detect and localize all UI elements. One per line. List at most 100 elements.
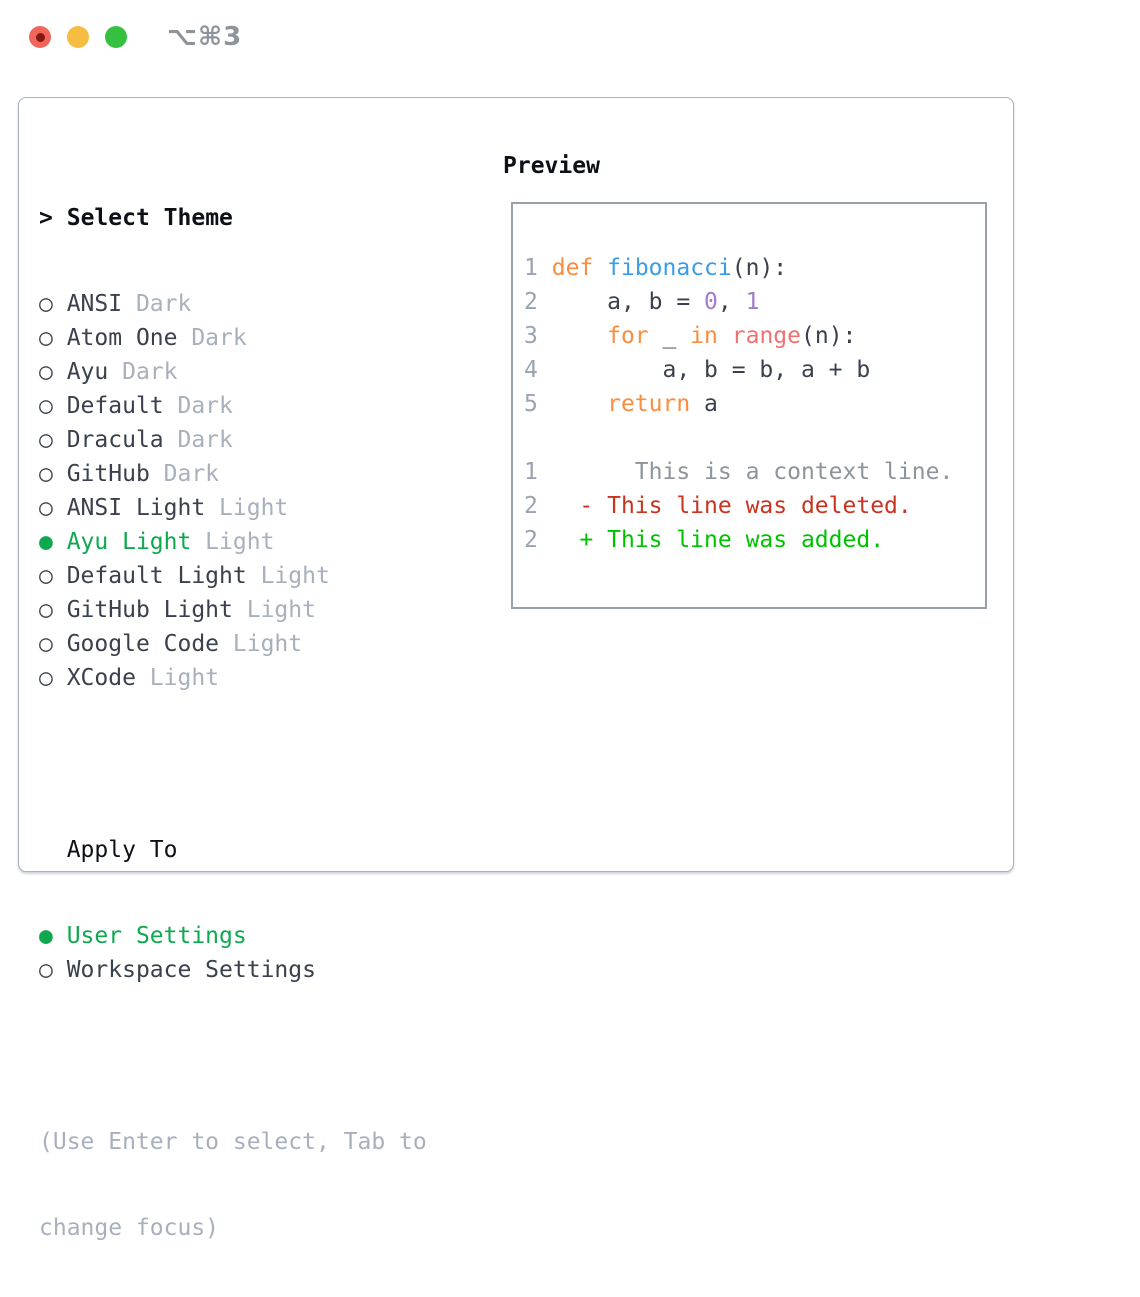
code-token: fibonacci	[607, 255, 732, 281]
code-token	[538, 459, 635, 485]
theme-option-ayu-light[interactable]: ● Ayu Light Light	[39, 525, 427, 559]
theme-variant: Dark	[177, 325, 247, 351]
code-token: a	[690, 391, 718, 417]
code-token: _	[648, 323, 691, 349]
apply-option-workspace-settings[interactable]: ○ Workspace Settings	[39, 953, 427, 987]
theme-name: XCode	[66, 665, 136, 691]
code-token	[538, 357, 552, 383]
theme-variant: Dark	[122, 291, 192, 317]
code-token: 0	[704, 289, 718, 315]
app-window: { "window": { "title": "⌥⌘3" }, "traffic…	[0, 0, 1140, 1241]
theme-option-ansi[interactable]: ○ ANSI Dark	[39, 287, 427, 321]
theme-option-ayu[interactable]: ○ Ayu Dark	[39, 355, 427, 389]
radio-icon: ○	[39, 325, 67, 351]
line-number: 5	[524, 391, 538, 417]
code-line: 2 a, b = 0, 1	[524, 285, 985, 319]
code-token	[538, 289, 552, 315]
code-token: ,	[717, 289, 746, 315]
theme-variant: Dark	[108, 359, 178, 385]
close-button[interactable]	[29, 26, 51, 48]
radio-icon: ○	[39, 461, 67, 487]
code-token: for	[607, 323, 649, 349]
apply-to-header: Apply To	[66, 837, 178, 863]
radio-selected-icon: ●	[39, 923, 67, 949]
theme-option-github-light[interactable]: ○ GitHub Light Light	[39, 593, 427, 627]
apply-option-label: Workspace Settings	[66, 957, 316, 983]
code-token: a, b =	[551, 289, 705, 315]
radio-icon: ○	[39, 393, 67, 419]
code-token: def	[551, 255, 594, 281]
radio-icon: ○	[39, 957, 67, 983]
code-token	[538, 391, 552, 417]
help-text-line2: change focus)	[39, 1215, 220, 1241]
code-token	[538, 255, 552, 281]
focus-caret-icon: >	[39, 205, 53, 231]
theme-variant: Light	[205, 495, 289, 521]
code-token	[538, 323, 552, 349]
code-token	[593, 255, 607, 281]
theme-name: Default Light	[66, 563, 247, 589]
theme-variant: Light	[191, 529, 275, 555]
line-number: 1	[524, 459, 538, 485]
theme-option-google-code[interactable]: ○ Google Code Light	[39, 627, 427, 661]
theme-variant: Light	[219, 631, 303, 657]
code-line: 4 a, b = b, a + b	[524, 353, 985, 387]
code-line: 2 + This line was added.	[524, 523, 985, 557]
theme-name: Ayu Light	[66, 529, 192, 555]
code-token	[538, 493, 580, 519]
theme-option-default[interactable]: ○ Default Dark	[39, 389, 427, 423]
radio-icon: ○	[39, 597, 67, 623]
theme-option-default-light[interactable]: ○ Default Light Light	[39, 559, 427, 593]
help-text-line1: (Use Enter to select, Tab to	[39, 1129, 427, 1155]
code-token: 1	[745, 289, 760, 315]
close-dot-icon	[35, 32, 45, 42]
theme-option-ansi-light[interactable]: ○ ANSI Light Light	[39, 491, 427, 525]
spacer	[39, 747, 427, 781]
theme-option-xcode[interactable]: ○ XCode Light	[39, 661, 427, 695]
code-token: a, b = b, a + b	[551, 357, 871, 383]
theme-name: Google Code	[66, 631, 220, 657]
theme-option-atom-one[interactable]: ○ Atom One Dark	[39, 321, 427, 355]
theme-name: Dracula	[66, 427, 164, 453]
radio-selected-icon: ●	[39, 529, 67, 555]
code-token	[552, 323, 607, 349]
apply-option-user-settings[interactable]: ● User Settings	[39, 919, 427, 953]
radio-icon: ○	[39, 495, 67, 521]
titlebar: ⌥⌘3	[0, 0, 1140, 75]
code-line: 1 This is a context line.	[524, 455, 985, 489]
code-token: return	[607, 391, 691, 417]
line-number: 1	[524, 255, 538, 281]
line-number: 4	[524, 357, 538, 383]
window-title: ⌥⌘3	[167, 22, 243, 52]
code-token: This is a context line.	[634, 459, 954, 485]
code-token: - This line was deleted.	[579, 493, 912, 519]
apply-to-list: ● User Settings○ Workspace Settings	[39, 919, 427, 987]
theme-name: GitHub Light	[66, 597, 233, 623]
preview-header: Preview	[503, 153, 600, 179]
theme-variant: Light	[135, 665, 220, 691]
code-token: range	[731, 323, 802, 349]
theme-list: ○ ANSI Dark○ Atom One Dark○ Ayu Dark○ De…	[39, 287, 427, 695]
code-line: 5 return a	[524, 387, 985, 421]
theme-name: Atom One	[66, 325, 178, 351]
zoom-button[interactable]	[105, 26, 127, 48]
code-token	[538, 527, 580, 553]
code-token	[552, 391, 607, 417]
theme-name: GitHub	[66, 461, 150, 487]
radio-icon: ○	[39, 563, 67, 589]
radio-icon: ○	[39, 359, 67, 385]
empty-line	[524, 425, 538, 451]
code-token: + This line was added.	[579, 527, 885, 553]
code-token: (n):	[801, 323, 857, 349]
code-line: 3 for _ in range(n):	[524, 319, 985, 353]
code-line	[524, 421, 985, 455]
theme-option-github[interactable]: ○ GitHub Dark	[39, 457, 427, 491]
theme-variant: Dark	[149, 461, 220, 487]
theme-option-dracula[interactable]: ○ Dracula Dark	[39, 423, 427, 457]
theme-variant: Dark	[163, 393, 233, 419]
spacer	[39, 1039, 427, 1073]
minimize-button[interactable]	[67, 26, 89, 48]
line-number: 2	[524, 289, 538, 315]
